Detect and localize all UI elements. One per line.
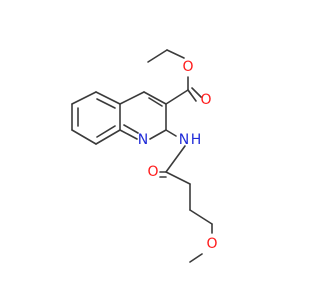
bond [95, 91, 121, 105]
molecule-canvas: O O N N H O O [71, 49, 218, 263]
bond [71, 129, 97, 145]
bond [165, 129, 177, 137]
bond [191, 87, 202, 98]
bond [165, 145, 186, 173]
ring-nitrogen: N [138, 132, 148, 148]
bond [119, 129, 138, 140]
bond [165, 171, 191, 185]
bond [189, 253, 203, 263]
ester-oxygen-double: O [200, 92, 211, 108]
bond [71, 91, 97, 105]
bond [147, 49, 168, 63]
methoxy-oxygen: O [206, 236, 217, 252]
bond [96, 98, 116, 109]
bond [187, 89, 197, 102]
bond [189, 209, 213, 225]
bond [166, 49, 185, 59]
bond [149, 129, 167, 140]
amide-oxygen: O [147, 164, 158, 180]
bond [148, 97, 163, 107]
bond [143, 91, 167, 105]
bond [165, 89, 189, 105]
structure-diagram: O O N N H O O [71, 49, 218, 263]
bond [123, 124, 139, 134]
amide-nitrogen: N [179, 132, 189, 148]
amide-hydrogen: H [191, 132, 202, 148]
ester-group [147, 49, 202, 105]
bond [96, 125, 116, 138]
pyridine-ring [119, 91, 167, 140]
amide-chain [159, 129, 213, 263]
bond [95, 129, 121, 145]
bond [119, 91, 145, 105]
ester-oxygen-single: O [182, 59, 193, 75]
benzene-ring [71, 91, 121, 145]
